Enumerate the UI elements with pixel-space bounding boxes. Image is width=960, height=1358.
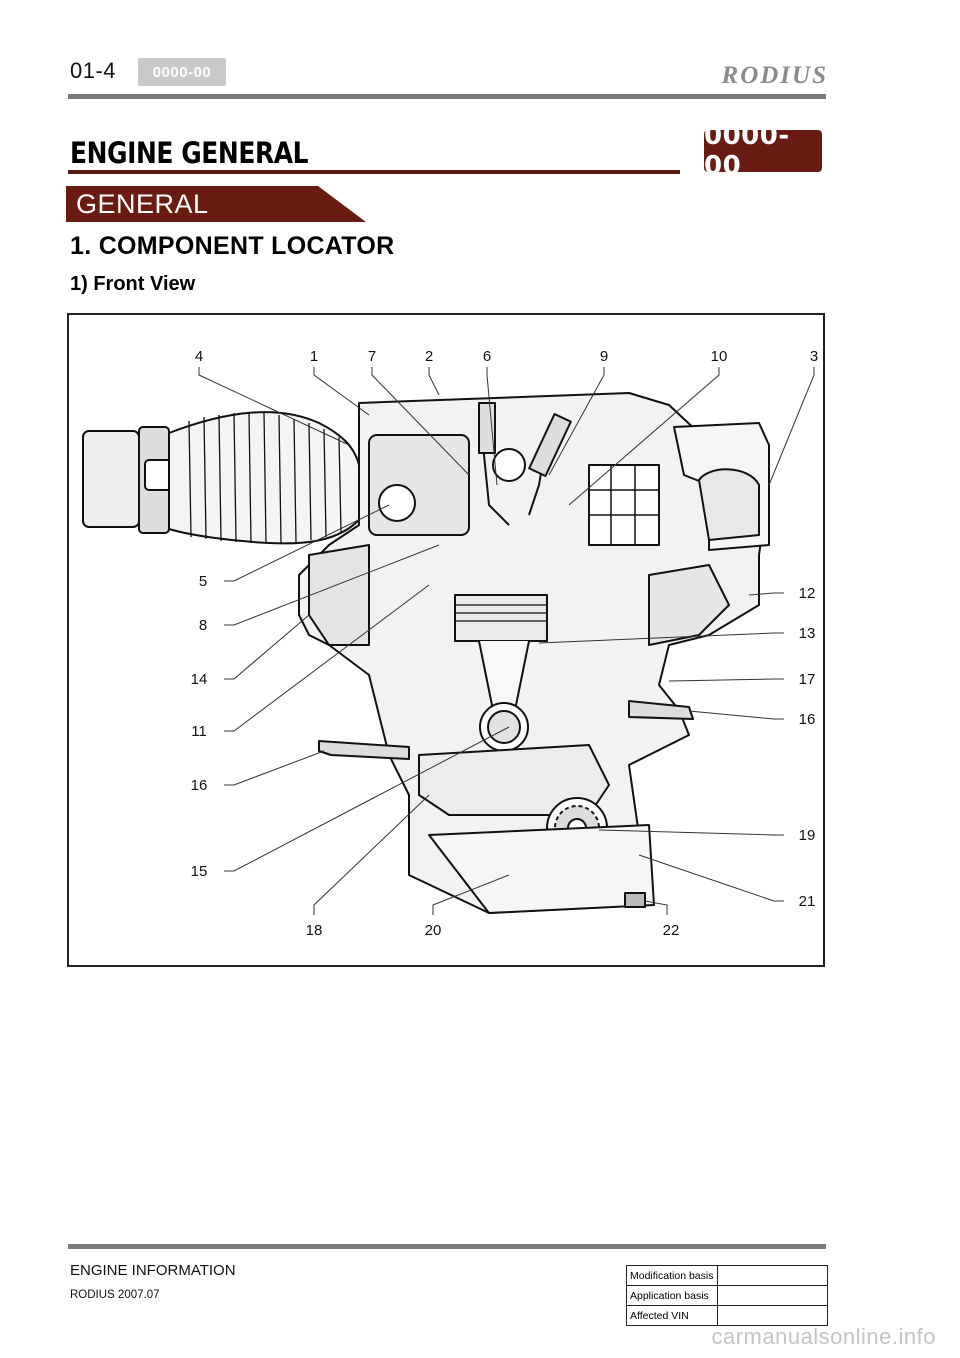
footer-subtitle: RODIUS 2007.07 [70,1289,160,1301]
section-underline [68,170,680,174]
callout-11: 11 [191,723,207,740]
heading-component-locator: 1. COMPONENT LOCATOR [70,232,395,260]
callout-9: 9 [600,348,608,365]
table-row: Application basis [626,1285,828,1306]
affected-vin-value [717,1305,828,1326]
callout-2: 2 [425,348,433,365]
callout-12: 12 [799,585,816,602]
callout-16-right: 16 [799,711,816,728]
page-number: 01-4 [70,58,117,83]
table-row: Affected VIN [626,1305,828,1326]
callout-22: 22 [663,922,680,939]
application-basis-label: Application basis [626,1285,718,1306]
callout-18: 18 [306,922,323,939]
callout-20: 20 [425,922,442,939]
callout-17: 17 [799,671,816,688]
callout-10: 10 [711,348,728,365]
callout-7: 7 [368,348,376,365]
affected-vin-label: Affected VIN [626,1305,718,1326]
callout-1: 1 [310,348,318,365]
callout-16-left: 16 [191,777,208,794]
callout-8: 8 [199,617,207,634]
general-label: GENERAL [76,189,209,219]
callout-13: 13 [799,625,816,642]
brand-logo: RODIUS [721,62,828,89]
callout-4: 4 [195,348,203,365]
callout-3: 3 [810,348,818,365]
callout-5: 5 [199,573,207,590]
revision-info-table: Modification basis Application basis Aff… [626,1265,828,1326]
footer-title: ENGINE INFORMATION [70,1262,236,1279]
modification-basis-value [717,1265,828,1286]
callout-14: 14 [191,671,208,688]
callout-6: 6 [483,348,491,365]
footer-rule [68,1244,826,1249]
general-band [66,186,366,222]
engine-front-view-figure: 4 1 7 2 6 9 10 3 5 8 14 11 16 15 12 13 1… [67,313,825,967]
application-basis-value [717,1285,828,1306]
header-rule [68,94,826,99]
callout-21: 21 [799,893,816,910]
heading-front-view: 1) Front View [70,273,196,295]
engine-illustration: 4 1 7 2 6 9 10 3 5 8 14 11 16 15 12 13 1… [82,348,818,939]
modification-basis-label: Modification basis [626,1265,718,1286]
section-code-badge: 0000-00 [704,121,822,181]
callout-19: 19 [799,827,816,844]
header-code-badge: 0000-00 [138,58,226,86]
table-row: Modification basis [626,1265,828,1286]
callout-15: 15 [191,863,208,880]
section-title: ENGINE GENERAL [70,136,309,170]
watermark: carmanualsonline.info [711,1324,936,1349]
